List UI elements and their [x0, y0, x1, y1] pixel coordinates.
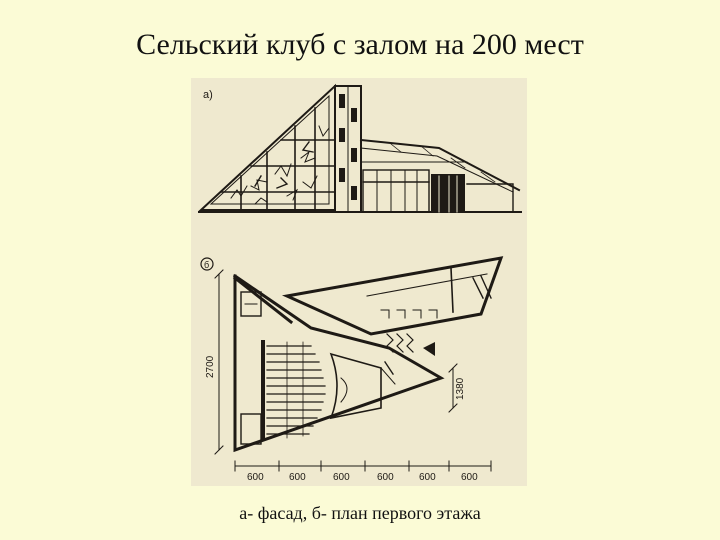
facade-elevation [198, 83, 522, 213]
dimension-span: 600 [461, 472, 478, 483]
drawing-canvas: а) [198, 83, 522, 483]
dimension-total: 2700 [205, 355, 216, 378]
dimension-span: 600 [247, 472, 264, 483]
dimension-span: 600 [289, 472, 306, 483]
architectural-drawing: а) [191, 78, 527, 486]
dimension-span: 600 [377, 472, 394, 483]
floor-plan [214, 256, 504, 472]
dimension-span: 600 [333, 472, 350, 483]
slide-title: Сельский клуб с залом на 200 мест [136, 28, 584, 61]
dimension-side: 1380 [455, 377, 466, 400]
dimension-span: 600 [419, 472, 436, 483]
facade-label: а) [203, 89, 213, 101]
figure-caption: а- фасад, б- план первого этажа [239, 503, 481, 523]
plan-label: б [204, 260, 209, 270]
seating-rows [266, 341, 326, 439]
